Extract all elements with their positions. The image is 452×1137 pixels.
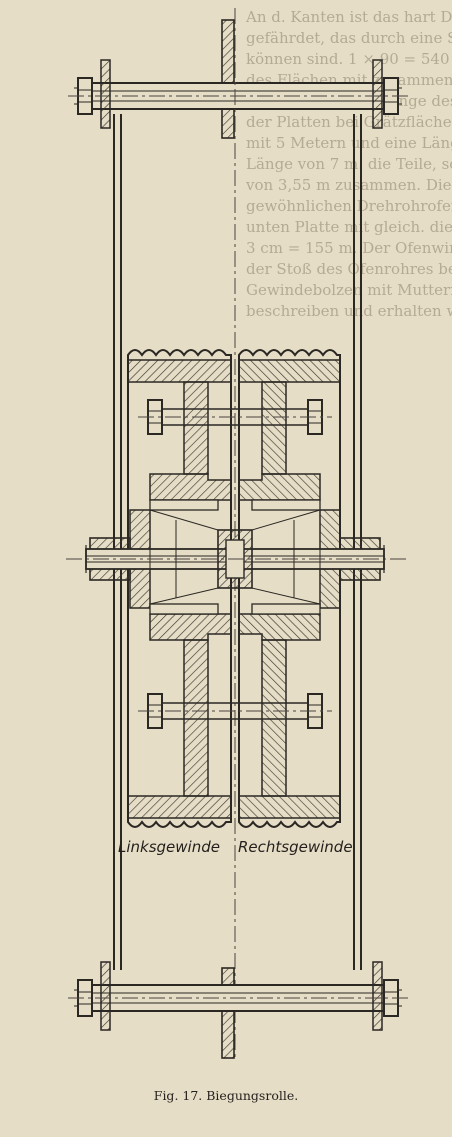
left-thread-label: Linksgewinde — [118, 838, 220, 856]
bleed-line: der Platten bei Grätzfläche von 1 — [246, 113, 452, 131]
bleed-line: Gewindebolzen mit Muttern — [246, 281, 452, 299]
top-axle-assembly — [68, 19, 412, 139]
bleed-line: der Stoß des Ofenrohres beträgt sich nac… — [246, 260, 452, 278]
bleed-line: gewöhnlichen Drehrohrofen gleich der Lei… — [246, 197, 452, 215]
bleed-line: Länge von 7 m. die Teile, so daß der Ofe… — [246, 155, 452, 173]
bleed-line: 3 cm = 155 m. Der Ofenwinkel ist die Lei… — [246, 239, 452, 257]
bleed-line: gefährdet, das durch eine Schutz — [246, 29, 452, 47]
bleed-line: von 3,55 m zusammen. Die Breite des Ofen… — [245, 176, 452, 194]
figure-caption: Fig. 17. Biegungsrolle. — [154, 1088, 298, 1103]
bleed-line: unten Platte mit gleich. die aus den Pla… — [246, 218, 452, 236]
bleed-line: beschreiben und erhalten wie folgende 19… — [246, 302, 452, 320]
bleed-line: können sind. 1 × 90 = 540 cm bei je 1 — [246, 50, 452, 68]
right-thread-label: Rechtsgewinde — [238, 838, 353, 856]
central-threaded-shaft — [66, 499, 410, 615]
bleed-line: An d. Kanten ist das hart Dynamom — [245, 8, 452, 26]
bottom-axle-assembly — [68, 961, 412, 1059]
bleed-line: mit 5 Metern und eine Länge des Ofens 1 — [246, 134, 452, 152]
lower-roller-bolt — [138, 693, 332, 729]
bleed-through-text: An d. Kanten ist das hart Dynamom gefährd… — [245, 8, 452, 320]
upper-roller-bolt — [138, 399, 332, 435]
